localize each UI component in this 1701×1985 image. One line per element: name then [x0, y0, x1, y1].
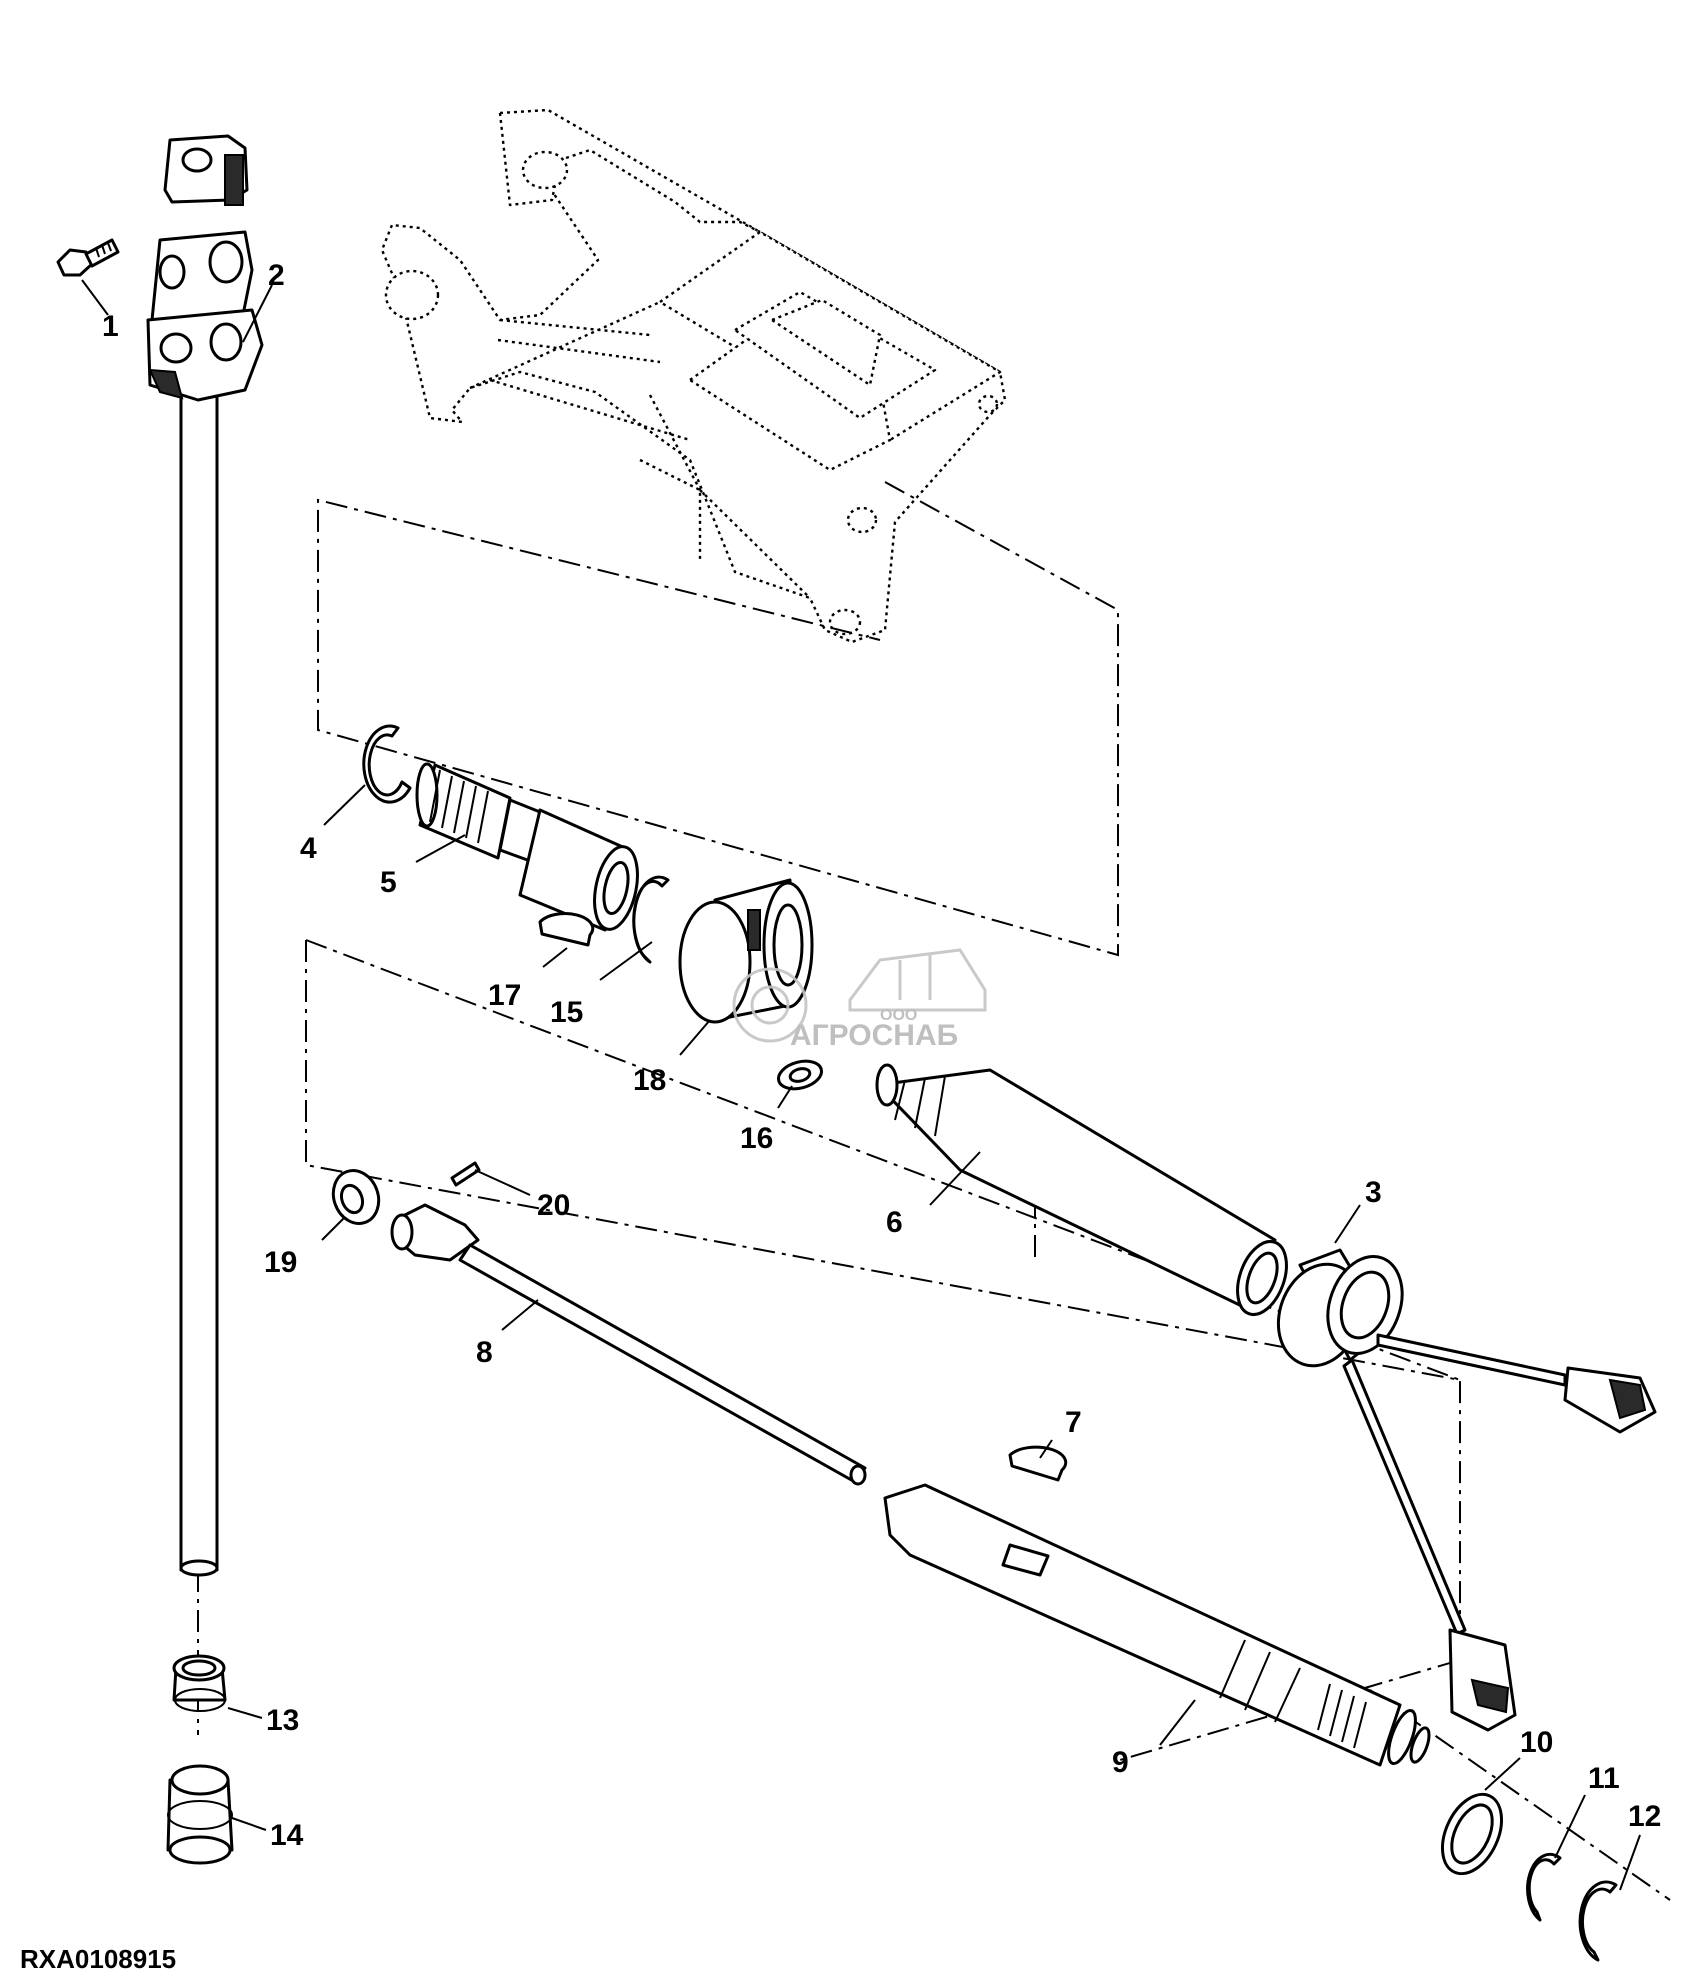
callout-17: 17: [488, 979, 521, 1012]
callout-1: 1: [102, 310, 119, 343]
callout-20: 20: [537, 1189, 570, 1222]
part-snap-ring-12: [1578, 1880, 1618, 1962]
callout-7: 7: [1065, 1406, 1082, 1439]
callout-labels: 1 2 3 4 5 6 7 8 9 10 11 12 13 14 15 16 1…: [102, 259, 1661, 1852]
part-rod-8: [390, 1203, 867, 1486]
part-snap-ring-11: [1526, 1852, 1562, 1922]
part-snap-ring-15: [632, 875, 670, 964]
part-tube-6: [875, 1063, 1288, 1316]
callout-6: 6: [886, 1206, 903, 1239]
part-splined-coupler: [415, 762, 639, 932]
assembly-reference-lines: [197, 481, 1671, 1901]
watermark-brand: АГРОСНАБ: [790, 1019, 958, 1052]
part-woodruff-key-7: [1008, 1445, 1068, 1482]
part-bushing-13: [172, 1654, 227, 1712]
part-universal-joint-shaft: [146, 134, 264, 1577]
mounting-bracket: [380, 108, 1007, 644]
callout-12: 12: [1628, 1800, 1661, 1833]
callout-14: 14: [270, 1819, 304, 1852]
part-grommet-14: [166, 1764, 234, 1865]
part-washer-10: [1440, 1792, 1504, 1876]
callout-leaders: [81, 279, 1641, 1891]
callout-5: 5: [380, 866, 397, 899]
tractor-icon: [848, 948, 987, 1012]
part-pin-20: [450, 1161, 481, 1187]
callout-3: 3: [1365, 1176, 1382, 1209]
part-bearing-18: [678, 878, 814, 1024]
part-washer-16: [776, 1059, 824, 1091]
part-snap-ring-4: [362, 724, 412, 804]
callout-11: 11: [1588, 1762, 1620, 1795]
watermark-small-text: ООО: [880, 1007, 917, 1024]
watermark: ООО АГРОСНАБ: [732, 948, 987, 1052]
part-sensor-ring-3: [1276, 1248, 1657, 1732]
callout-10: 10: [1520, 1726, 1553, 1759]
part-woodruff-key-17: [538, 912, 595, 947]
part-main-shaft-9: [883, 1483, 1431, 1767]
part-washer-19: [331, 1169, 381, 1225]
callout-2: 2: [268, 259, 285, 292]
figure-reference-code: RXA0108915: [20, 1944, 176, 1974]
callout-13: 13: [266, 1704, 299, 1737]
callout-16: 16: [740, 1122, 773, 1155]
callout-15: 15: [550, 996, 583, 1029]
callout-18: 18: [633, 1064, 666, 1097]
callout-9: 9: [1112, 1746, 1129, 1779]
callout-19: 19: [264, 1246, 297, 1279]
callout-8: 8: [476, 1336, 493, 1369]
part-bolt: [56, 238, 120, 277]
gear-icon: [732, 967, 808, 1043]
callout-4: 4: [300, 832, 317, 865]
